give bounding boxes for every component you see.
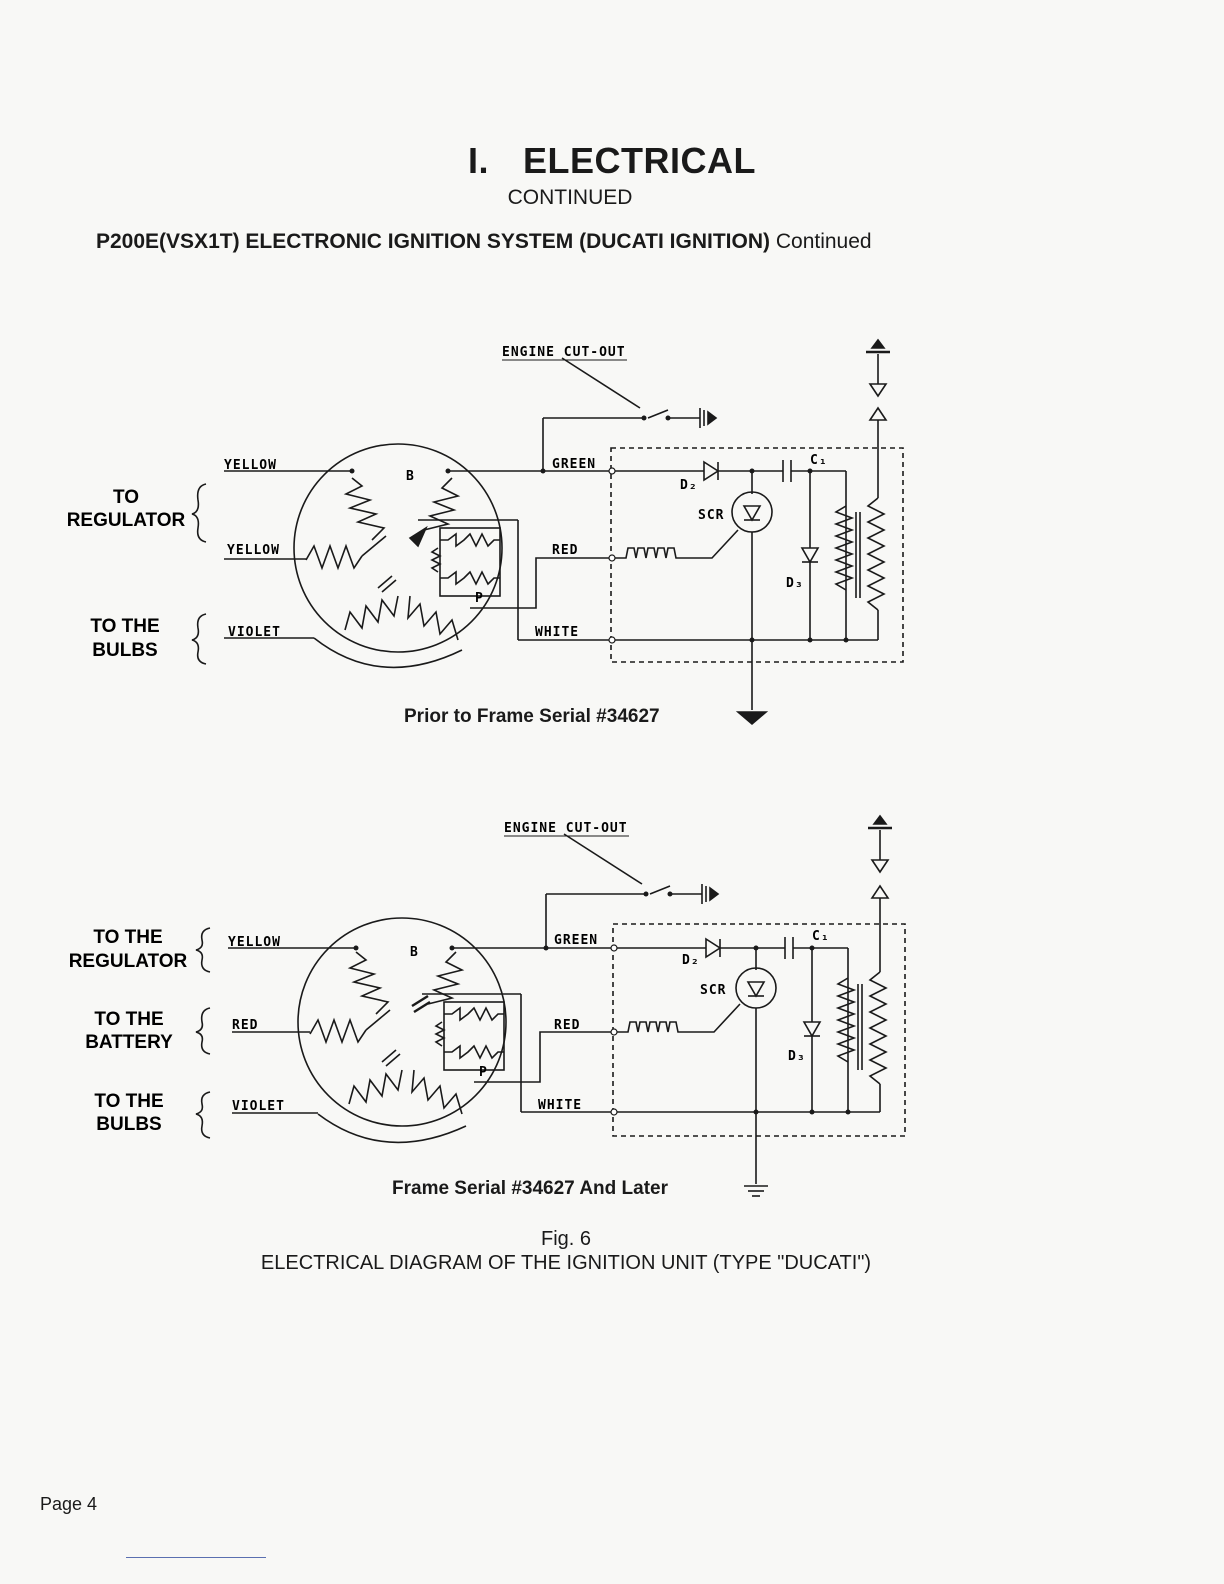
component-label-scr: SCR: [698, 508, 724, 523]
bracket-regulator: [195, 927, 211, 973]
cutout-switch-blade: [649, 885, 671, 895]
component-label-d3: D₃: [786, 576, 804, 591]
terminal-label-b: B: [410, 945, 419, 960]
figure-title: ELECTRICAL DIAGRAM OF THE IGNITION UNIT …: [260, 1252, 872, 1274]
ground-symbol: [735, 711, 769, 726]
page-number: Page 4: [40, 1494, 98, 1514]
bracket-bulbs: [191, 613, 207, 665]
wire-label-yellow: YELLOW: [227, 543, 280, 558]
wire-label-yellow: YELLOW: [224, 458, 277, 473]
diode-d2: [703, 460, 720, 482]
component-label-c1: C₁: [812, 929, 830, 944]
spark-plug: [868, 406, 888, 421]
side-label-bulbs-line2: BULBS: [96, 1114, 161, 1135]
side-label-bulbs-line1: TO THE: [90, 616, 159, 637]
side-label-battery-line2: BATTERY: [85, 1032, 173, 1053]
pickup-magnet: [411, 994, 429, 1008]
component-label-d2: D₂: [682, 953, 700, 968]
red-wire: [474, 1031, 614, 1083]
wire-label-white: WHITE: [535, 625, 579, 640]
wire-label-green: GREEN: [554, 933, 598, 948]
stator-coil-4: [410, 1069, 463, 1115]
wire-label-yellow: YELLOW: [228, 935, 281, 950]
stator-coil-2: [427, 951, 465, 1005]
stator-flywheel-arc: [317, 1113, 467, 1144]
scr-symbol: [735, 967, 777, 1009]
cutout-switch-blade: [647, 409, 669, 419]
bottom-rule: [126, 1557, 266, 1558]
component-label-d3: D₃: [788, 1049, 806, 1064]
side-label-regulator-line2: REGULATOR: [69, 951, 188, 972]
diode-d3: [802, 1021, 822, 1038]
stator-circle: [293, 443, 503, 653]
bracket-battery: [195, 1007, 211, 1055]
wire-label-red: RED: [552, 543, 578, 558]
stator-coil-1: [347, 951, 390, 1015]
stator-coil-5: [305, 543, 363, 571]
red-wire: [470, 557, 612, 609]
pickup-coil-box: [443, 1001, 505, 1071]
ignition-coil-secondary: [868, 971, 888, 1085]
diagram-caption-prior: Prior to Frame Serial #34627: [404, 706, 660, 727]
wire-label-red: RED: [232, 1018, 258, 1033]
resistor-coil: [612, 529, 739, 559]
wire-label-violet: VIOLET: [228, 625, 281, 640]
engine-cutout-label: ENGINE CUT-OUT: [502, 345, 626, 360]
stator-flywheel-arc: [313, 637, 463, 669]
wiring-diagram-prior: ENGINE CUT-OUT YELLOW YELLOW VIOLET GREE…: [67, 338, 904, 726]
bracket-regulator: [191, 483, 207, 543]
side-label-regulator-line1: TO THE: [93, 927, 162, 948]
system-title-main: P200E(VSX1T) ELECTRONIC IGNITION SYSTEM …: [96, 230, 770, 253]
diagram-caption-later: Frame Serial #34627 And Later: [392, 1178, 668, 1199]
stator-coil-1: [343, 477, 386, 541]
stator-coil-3: [348, 1069, 403, 1105]
side-label-regulator-line1: TO: [113, 487, 139, 508]
diode-d2: [705, 937, 722, 959]
wire-label-white: WHITE: [538, 1098, 582, 1113]
system-title-suffix: Continued: [775, 230, 872, 253]
stator-coil-4: [406, 595, 459, 641]
section-title: ELECTRICAL: [523, 140, 756, 181]
engine-cutout-label: ENGINE CUT-OUT: [504, 821, 628, 836]
terminal-label-p: P: [475, 591, 484, 606]
section-number: I.: [467, 140, 489, 181]
section-subtitle: CONTINUED: [507, 186, 633, 209]
ignition-coil-primary: [833, 505, 855, 591]
wire-label-green: GREEN: [552, 457, 596, 472]
wire-label-violet: VIOLET: [232, 1099, 285, 1114]
terminal-label-p: P: [479, 1065, 488, 1080]
component-label-d2: D₂: [680, 478, 698, 493]
pickup-magnet: [408, 525, 428, 548]
resistor-coil: [614, 1003, 741, 1033]
scr-symbol: [731, 491, 773, 533]
wiring-diagram-later: ENGINE CUT-OUT YELLOW RED VIOLET GREEN R…: [69, 814, 906, 1197]
side-label-battery-line1: TO THE: [94, 1009, 163, 1030]
component-label-scr: SCR: [700, 983, 726, 998]
bracket-bulbs: [195, 1091, 211, 1139]
side-label-bulbs-line2: BULBS: [92, 640, 157, 661]
side-label-bulbs-line1: TO THE: [94, 1091, 163, 1112]
system-title: P200E(VSX1T) ELECTRONIC IGNITION SYSTEM …: [96, 230, 872, 254]
spark-plug: [870, 884, 890, 899]
cutout-leader-line: [561, 357, 641, 409]
stator-circle: [297, 917, 507, 1127]
figure-number: Fig. 6: [540, 1228, 592, 1250]
ignition-coil-secondary: [866, 497, 886, 611]
terminal-label-b: B: [406, 469, 415, 484]
section-heading: I. ELECTRICAL: [0, 140, 1224, 182]
stator-coil-3: [344, 595, 399, 631]
ignition-coil-primary: [835, 977, 857, 1063]
component-label-c1: C₁: [810, 453, 828, 468]
wire-label-red: RED: [554, 1018, 580, 1033]
side-label-regulator-line2: REGULATOR: [67, 510, 186, 531]
stator-coil-2: [423, 477, 461, 531]
pickup-coil-box: [439, 527, 501, 597]
diode-d3: [800, 547, 820, 564]
